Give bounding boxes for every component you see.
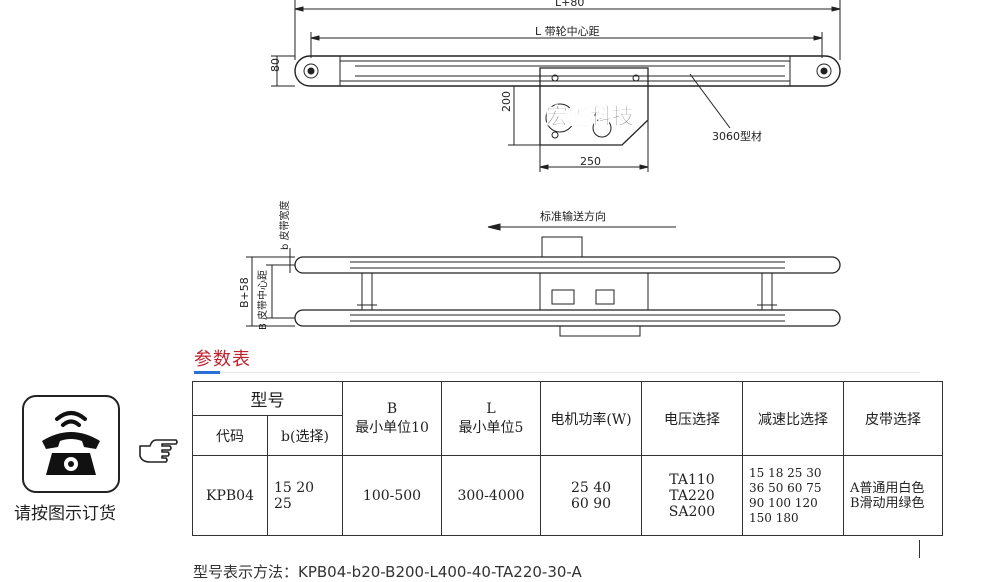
voltage-values: TA110 TA220 SA200 (641, 455, 743, 536)
section-title: 参数表 (194, 349, 251, 370)
power-header: 电机功率(W) (540, 381, 642, 456)
watermark: 宏鑫科技 (546, 104, 635, 130)
b-header: b(选择) (267, 415, 343, 456)
voltage-header: 电压选择 (641, 381, 743, 456)
phone-icon-box (22, 395, 120, 493)
belt-values: A普通用白色 B滑动用绿色 (843, 455, 943, 536)
dim-height: 80 (269, 58, 282, 72)
L-range: 300-4000 (441, 455, 541, 536)
dim-motor-width: 250 (580, 155, 601, 168)
direction-label: 标准输送方向 (540, 209, 606, 223)
belt-width-label: b 皮带宽度 (278, 200, 291, 250)
ratio-header: 减速比选择 (742, 381, 844, 456)
technical-drawing: L+80 L 带轮中心距 80 200 250 3060型材 标准输送方向 b … (238, 0, 841, 337)
code-header: 代码 (192, 415, 268, 456)
ratio-values: 15 18 25 30 36 50 60 75 90 100 120 150 1… (742, 455, 844, 536)
code-value: KPB04 (192, 455, 268, 536)
profile-label: 3060型材 (712, 129, 762, 143)
section-divider (220, 372, 920, 373)
total-width-label: B+58 (238, 277, 251, 308)
B-header: B 最小单位10 (342, 381, 442, 456)
belt-center-label: B 皮带中心距 (256, 270, 269, 330)
B-range: 100-500 (342, 455, 442, 536)
phone-icon (42, 411, 100, 475)
phone-label: 请按图示订货 (14, 504, 116, 524)
section-underline (194, 371, 220, 374)
L-header: L 最小单位5 (441, 381, 541, 456)
power-values: 25 40 60 90 (540, 455, 642, 536)
dim-motor-height: 200 (500, 91, 513, 112)
pointing-hand-icon (139, 439, 178, 463)
belt-header: 皮带选择 (843, 381, 943, 456)
table-edge-line (919, 540, 920, 558)
dim-center: L 带轮中心距 (535, 24, 600, 38)
b-values: 15 20 25 (267, 455, 343, 536)
order-example: 型号表示方法：KPB04-b20-B200-L400-40-TA220-30-A (193, 563, 582, 581)
dim-overall: L+80 (555, 0, 584, 9)
parameter-table: 型号 B 最小单位10 L 最小单位5 电机功率(W) 电压选择 减速比选择 皮… (192, 381, 943, 536)
model-header: 型号 (192, 381, 343, 416)
